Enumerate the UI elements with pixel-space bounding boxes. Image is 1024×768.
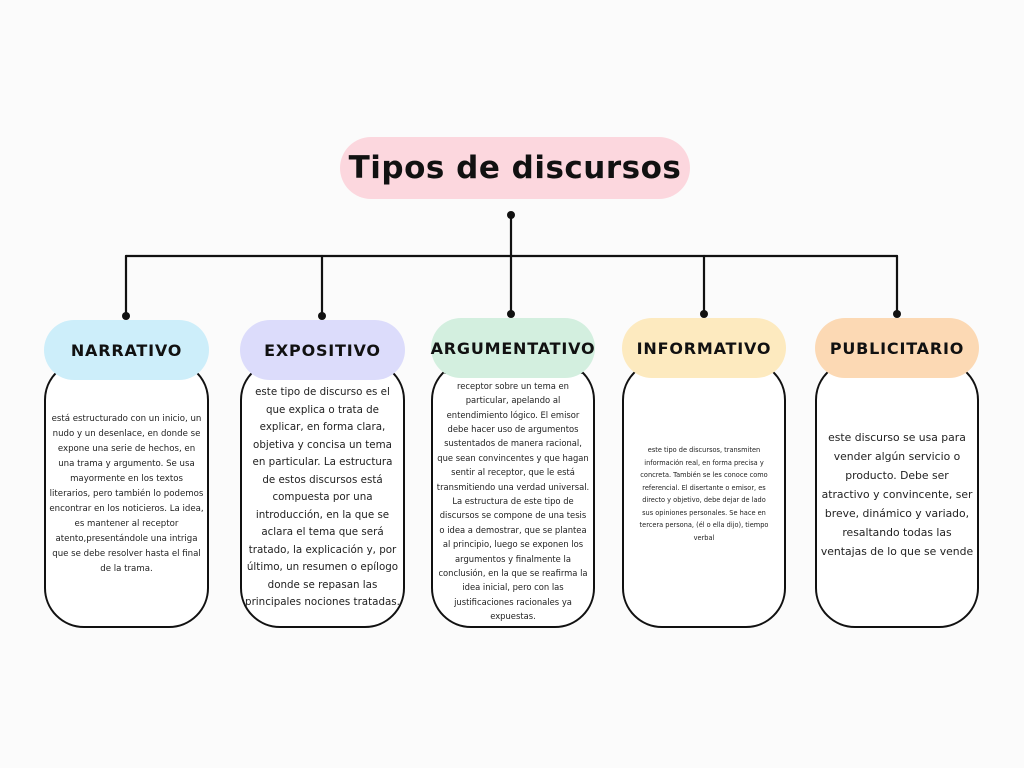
card-publicitario: este discurso se usa para vender algún s… <box>815 360 979 628</box>
card-text-narrativo: está estructurado con un inicio, un nudo… <box>49 413 204 574</box>
node-dot-publicitario <box>893 310 901 318</box>
node-dot-expositivo <box>318 312 326 320</box>
card-argumentativo: este discurso debe de convencer al recep… <box>431 360 595 628</box>
card-text-publicitario: este discurso se usa para vender algún s… <box>820 430 974 558</box>
card-informativo: este tipo de discursos, transmiten infor… <box>622 360 786 628</box>
node-dot-top <box>507 211 515 219</box>
node-dot-argumentativo <box>507 310 515 318</box>
pill-expositivo: EXPOSITIVO <box>240 320 405 380</box>
node-dot-narrativo <box>122 312 130 320</box>
pill-informativo: INFORMATIVO <box>622 318 786 378</box>
pill-publicitario: PUBLICITARIO <box>815 318 979 378</box>
diagram-title: Tipos de discursos <box>340 137 690 199</box>
card-expositivo: este tipo de discurso es el que explica … <box>240 360 405 628</box>
card-text-informativo: este tipo de discursos, transmiten infor… <box>639 446 769 542</box>
node-dot-informativo <box>700 310 708 318</box>
card-narrativo: está estructurado con un inicio, un nudo… <box>44 360 209 628</box>
card-text-argumentativo: este discurso debe de convencer al recep… <box>436 366 590 622</box>
pill-narrativo: NARRATIVO <box>44 320 209 380</box>
card-text-expositivo: este tipo de discurso es el que explica … <box>245 386 400 609</box>
pill-argumentativo: ARGUMENTATIVO <box>431 318 595 378</box>
